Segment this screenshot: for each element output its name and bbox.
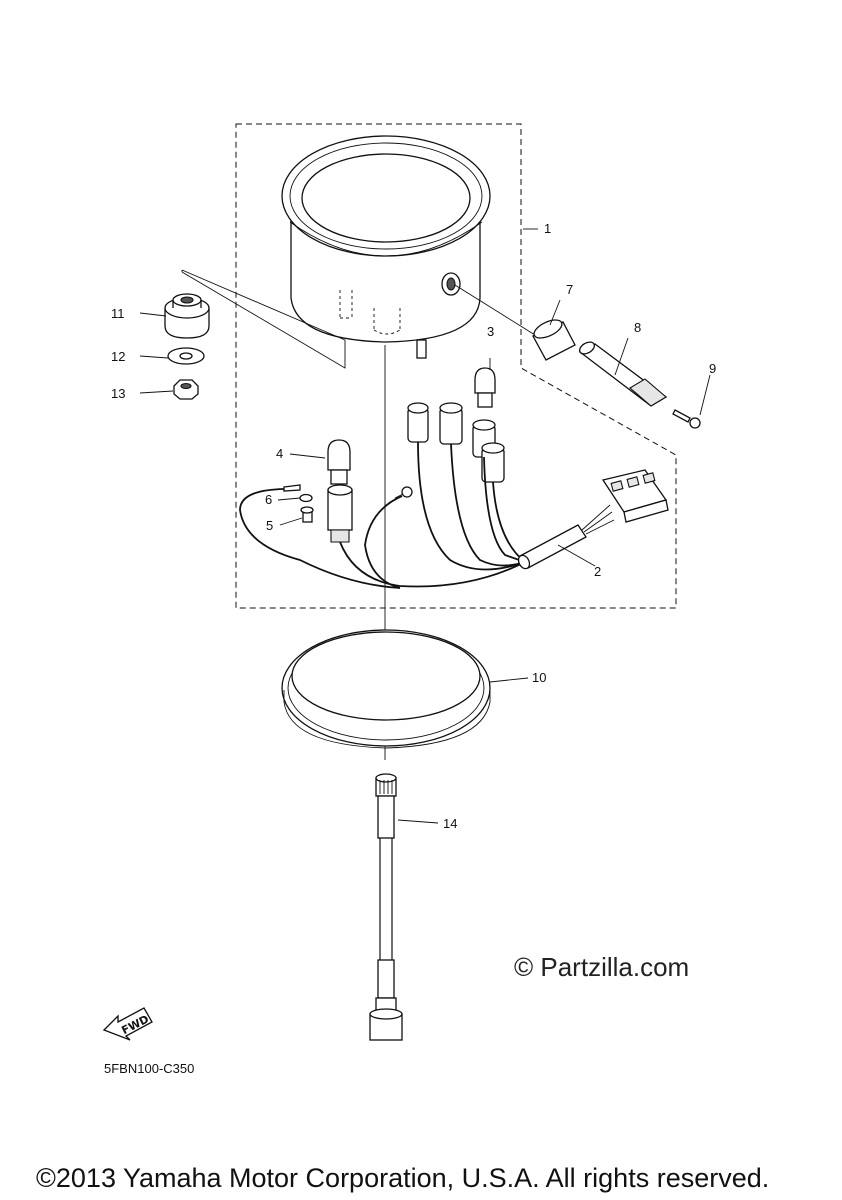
callout-3: 3: [487, 324, 494, 339]
partzilla-watermark: © Partzilla.com: [514, 952, 689, 982]
callout-5: 5: [266, 518, 273, 533]
callout-6: 6: [265, 492, 272, 507]
screw-5: [300, 506, 314, 523]
bulb-socket: [327, 484, 353, 543]
meter-housing: [281, 135, 491, 359]
meter-cable-14: [369, 773, 403, 1041]
nut-13: [173, 379, 199, 400]
pipe-8: [578, 341, 668, 407]
bulb-3: [474, 367, 496, 408]
callout-1: 1: [544, 221, 551, 236]
callout-4: 4: [276, 446, 283, 461]
callout-10: 10: [532, 670, 546, 685]
callout-9: 9: [709, 361, 716, 376]
fwd-arrow-icon: FWD: [102, 1007, 153, 1041]
seal-ring-10: [281, 629, 491, 749]
callout-14: 14: [443, 816, 457, 831]
callout-2: 2: [594, 564, 601, 579]
callout-7: 7: [566, 282, 573, 297]
copyright-notice: ©2013 Yamaha Motor Corporation, U.S.A. A…: [36, 1163, 769, 1193]
bulb-4: [327, 439, 351, 485]
assembly-boundary-1: [235, 123, 677, 609]
callout-12: 12: [111, 349, 125, 364]
washer-6: [299, 493, 313, 503]
diagram-code: 5FBN100-C350: [104, 1061, 194, 1076]
callout-11: 11: [111, 306, 125, 321]
callout-8: 8: [634, 320, 641, 335]
damper-11: [164, 293, 210, 339]
washer-12: [167, 347, 205, 365]
collar-7: [532, 319, 576, 361]
wire-harness: [239, 402, 669, 589]
screw-9: [672, 409, 701, 429]
callout-13: 13: [111, 386, 125, 401]
